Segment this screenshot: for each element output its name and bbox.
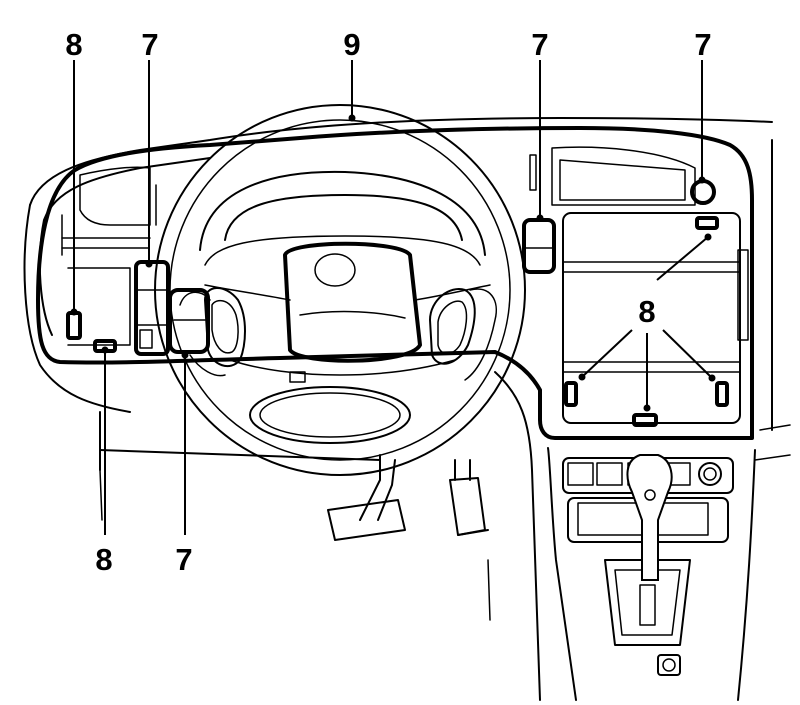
vent-left-inner bbox=[168, 288, 210, 354]
switch-console-left bbox=[564, 381, 578, 407]
callout-labels: 8 7 9 7 7 8 8 7 bbox=[65, 27, 711, 577]
right-spoke-controls bbox=[429, 288, 497, 381]
callout-7-bottom: 7 bbox=[175, 542, 192, 577]
dashboard-body bbox=[23, 117, 791, 701]
center-console-panel bbox=[562, 212, 749, 427]
steering-wheel bbox=[154, 104, 526, 476]
vent-center bbox=[522, 218, 556, 274]
left-dash-panel bbox=[61, 166, 210, 356]
switch-console-bottom bbox=[632, 413, 658, 427]
accelerator-pedal bbox=[449, 477, 486, 536]
pedals bbox=[99, 454, 491, 621]
callout-8-right-group: 8 bbox=[638, 294, 655, 329]
left-spoke-controls bbox=[179, 287, 246, 377]
callout-9-top: 9 bbox=[343, 27, 360, 62]
brake-pedal bbox=[327, 499, 406, 541]
callout-7-top-left: 7 bbox=[141, 27, 158, 62]
dash-main-outline bbox=[36, 126, 754, 440]
switch-console-right bbox=[715, 381, 729, 407]
lower-console bbox=[547, 447, 756, 701]
callout-8-top-left: 8 bbox=[65, 27, 82, 62]
right-upper-vent bbox=[551, 146, 716, 206]
switch-left-small bbox=[66, 311, 82, 340]
switch-console-top-right bbox=[695, 216, 719, 230]
callout-8-bottom-left: 8 bbox=[95, 542, 112, 577]
shift-lever bbox=[626, 454, 673, 581]
airbag-pad bbox=[283, 241, 422, 363]
callout-leaders bbox=[70, 60, 716, 535]
callout-7-top-center-right: 7 bbox=[531, 27, 548, 62]
callout-7-top-right: 7 bbox=[694, 27, 711, 62]
